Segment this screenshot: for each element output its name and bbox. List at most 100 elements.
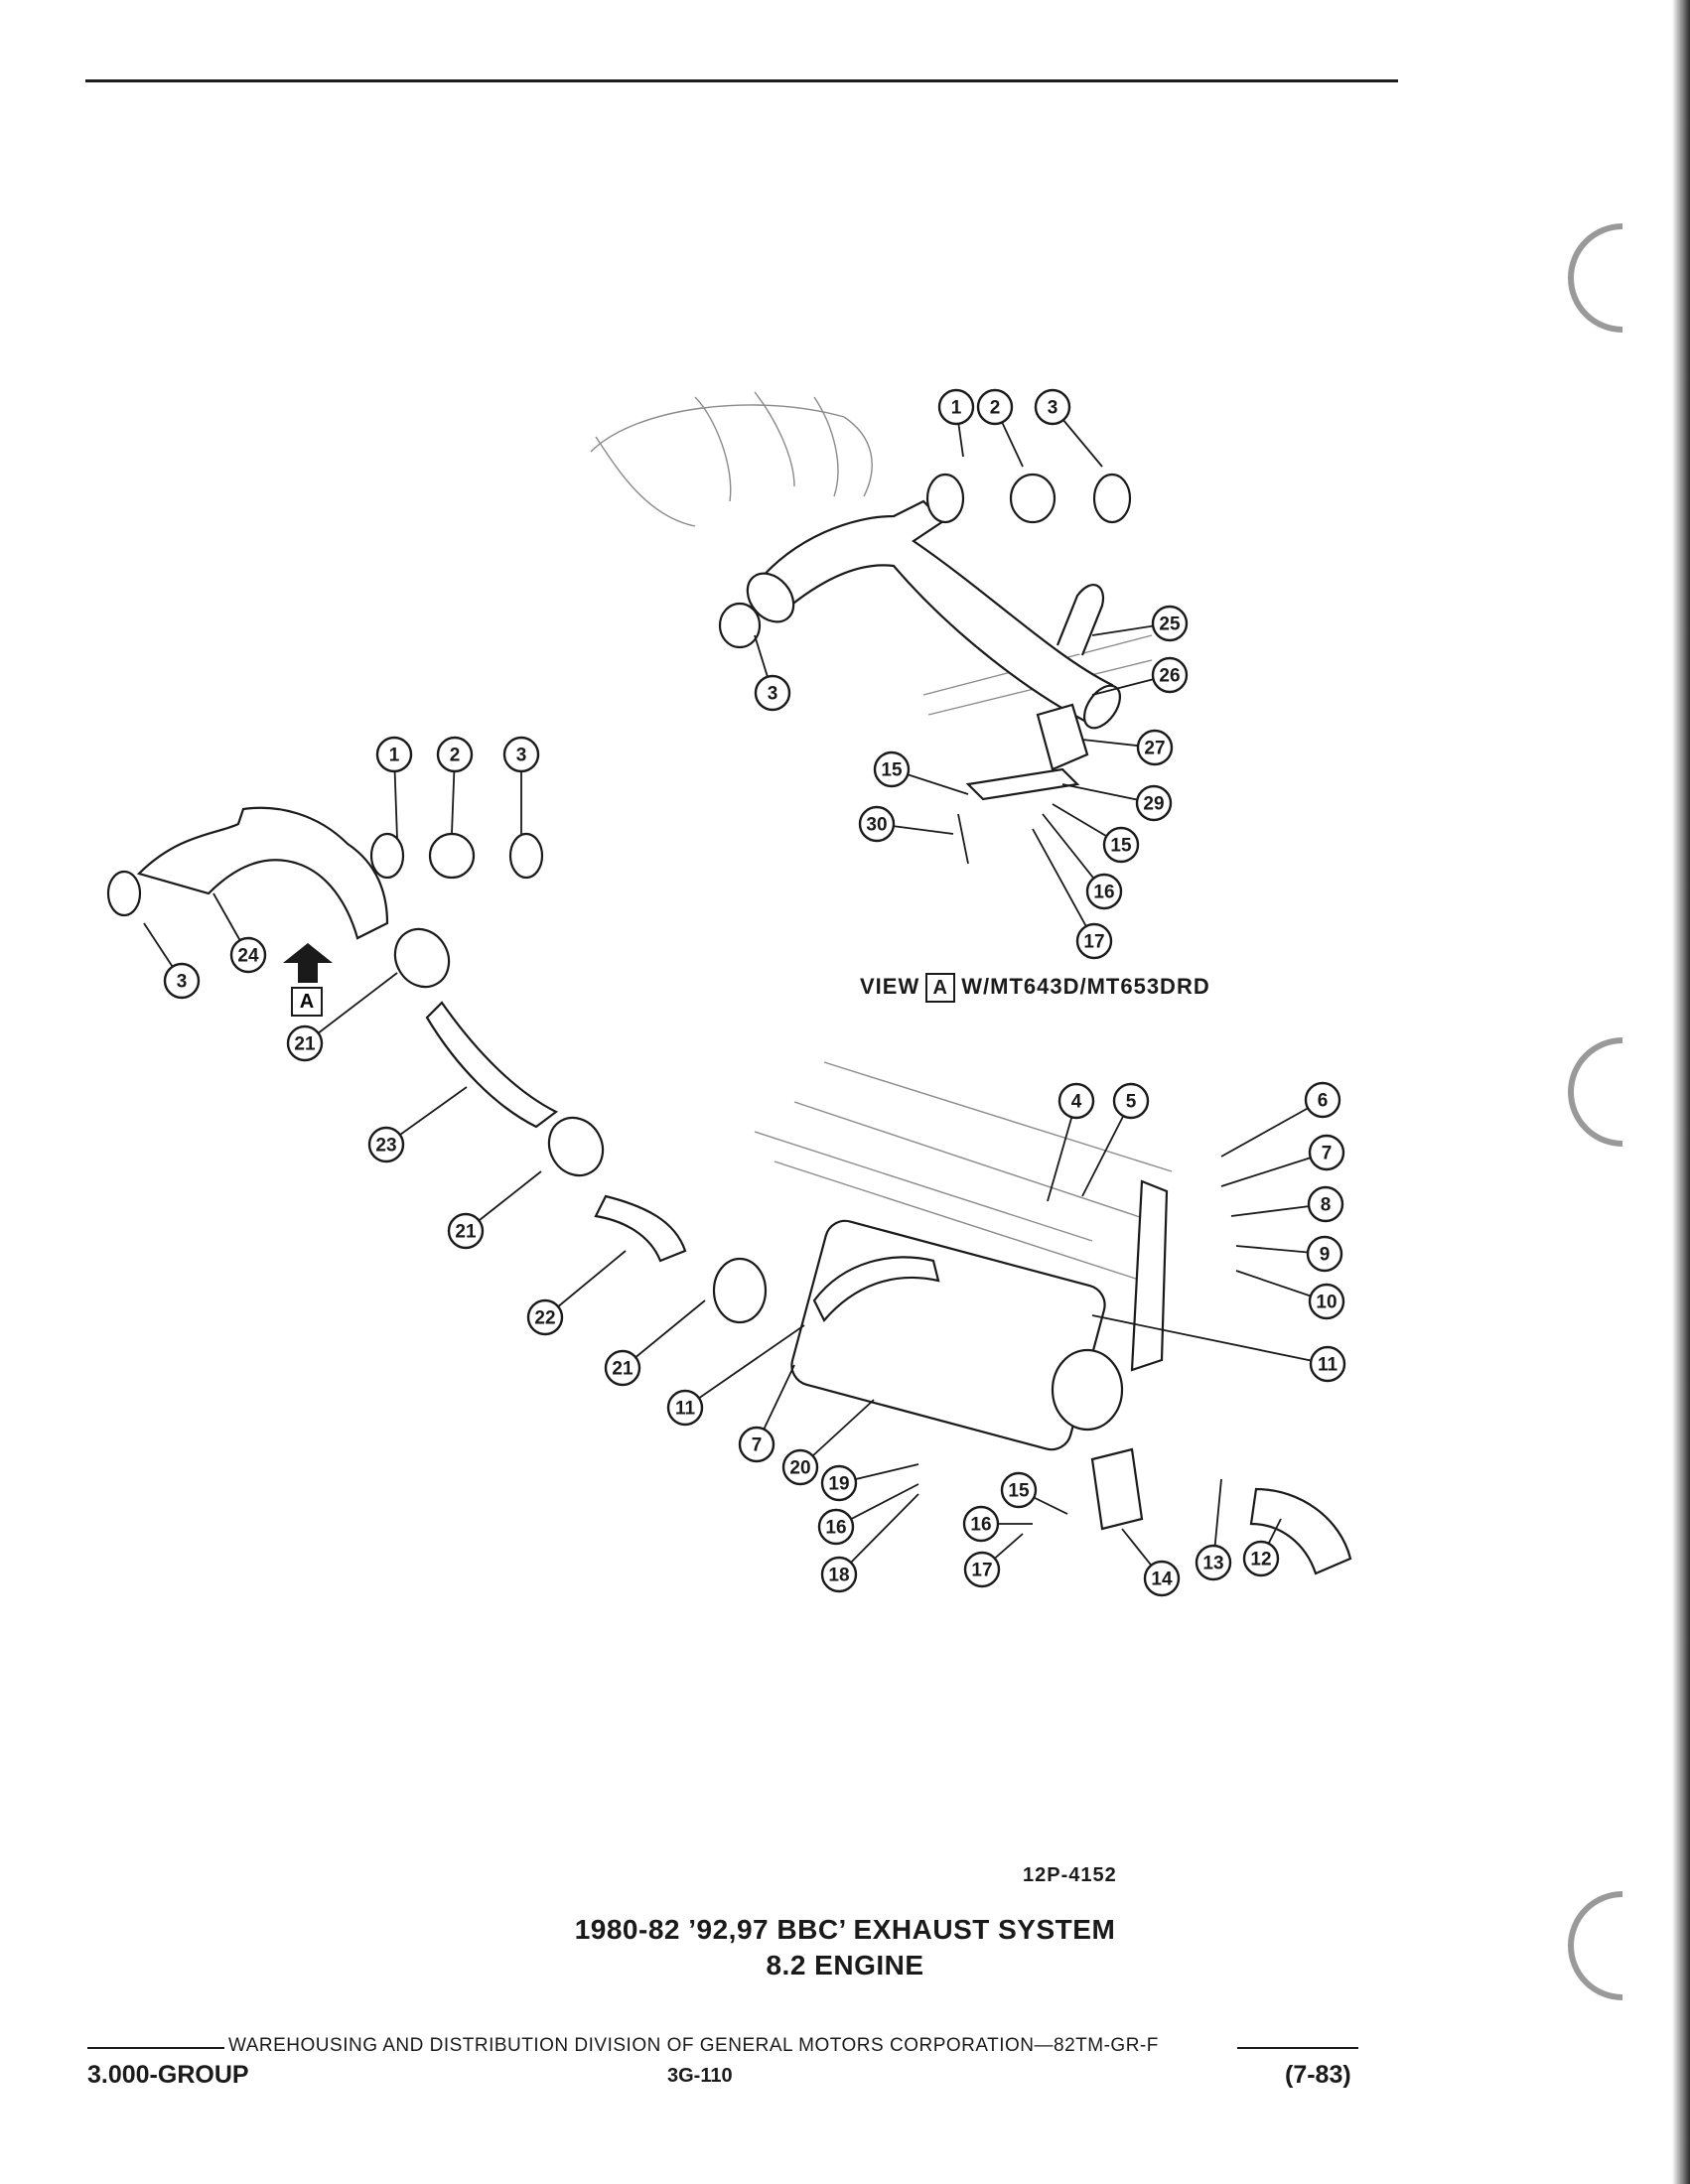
callout-16: 16 xyxy=(962,1505,1000,1543)
callout-number: 2 xyxy=(450,746,461,766)
callout-leader xyxy=(1091,1314,1329,1365)
callout-8: 8 xyxy=(1307,1185,1344,1223)
callout-22: 22 xyxy=(526,1298,564,1336)
plate-29 xyxy=(965,767,1080,801)
callout-17: 17 xyxy=(963,1551,1001,1588)
callout-13: 13 xyxy=(1195,1544,1232,1581)
callout-3: 3 xyxy=(1034,388,1071,426)
y-pipe-flange xyxy=(1082,684,1122,730)
callout-leader xyxy=(838,1493,919,1575)
callout-number: 16 xyxy=(1093,883,1114,903)
callout-21: 21 xyxy=(604,1349,641,1387)
callout-17: 17 xyxy=(1075,922,1113,960)
callout-number: 21 xyxy=(612,1359,634,1380)
clamp-3-main xyxy=(106,870,142,917)
figure-title-line1: 1980-82 ’92,97 BBC’ EXHAUST SYSTEM xyxy=(574,1914,1116,1945)
callout-number: 8 xyxy=(1321,1195,1332,1216)
view-a-connector-2 xyxy=(1009,473,1056,524)
figure-title-line2: 8.2 ENGINE xyxy=(766,1950,924,1980)
footer-rule-left xyxy=(87,2047,224,2049)
view-a-clamp-3b xyxy=(718,602,762,649)
callout-7: 7 xyxy=(1308,1134,1345,1171)
u-bolt-25 xyxy=(1056,584,1105,656)
callout-15: 15 xyxy=(873,751,911,788)
main-assembly xyxy=(106,806,1352,1575)
callout-number: 23 xyxy=(375,1136,396,1157)
callout-21: 21 xyxy=(447,1212,485,1250)
exhaust-pipe-24 xyxy=(136,806,389,940)
callout-number: 5 xyxy=(1126,1092,1137,1113)
clamp-21-a xyxy=(393,927,451,989)
view-label-suffix: W/MT643D/MT653DRD xyxy=(961,974,1210,999)
punch-hole-middle xyxy=(1568,1037,1623,1147)
connector-2-main xyxy=(428,832,476,880)
callout-number: 2 xyxy=(990,398,1001,419)
callout-29: 29 xyxy=(1135,784,1173,822)
callout-7: 7 xyxy=(738,1426,775,1463)
punch-hole-bottom xyxy=(1568,1891,1623,2000)
callout-number: 20 xyxy=(789,1458,810,1479)
callout-number: 15 xyxy=(1008,1481,1030,1502)
callout-24: 24 xyxy=(229,936,267,974)
callout-10: 10 xyxy=(1308,1283,1345,1320)
callout-number: 30 xyxy=(866,815,887,836)
callout-number: 3 xyxy=(1048,398,1058,419)
support-bracket-7 xyxy=(1130,1179,1169,1372)
callout-number: 13 xyxy=(1202,1554,1223,1574)
callout-number: 1 xyxy=(389,746,400,766)
direction-marker-label: A xyxy=(300,991,314,1013)
callout-number: 16 xyxy=(825,1518,846,1539)
tailpipe-12 xyxy=(1249,1487,1352,1575)
callout-number: 16 xyxy=(970,1515,991,1536)
callout-12: 12 xyxy=(1242,1540,1280,1577)
callout-27: 27 xyxy=(1136,729,1174,766)
callout-number: 7 xyxy=(752,1435,763,1456)
callout-number: 17 xyxy=(971,1561,992,1581)
callout-20: 20 xyxy=(781,1448,819,1486)
flex-pipe-23 xyxy=(425,1001,559,1129)
callout-16: 16 xyxy=(1085,873,1123,910)
callout-14: 14 xyxy=(1143,1560,1181,1597)
callout-number: 11 xyxy=(675,1399,696,1420)
view-label-marker: A xyxy=(925,973,956,1003)
footer-date: (7-83) xyxy=(1285,2061,1351,2089)
callout-number: 11 xyxy=(1318,1355,1338,1376)
footer-publisher: WAREHOUSING AND DISTRIBUTION DIVISION OF… xyxy=(228,2035,1159,2056)
callout-number: 26 xyxy=(1159,666,1180,687)
callout-number: 6 xyxy=(1318,1091,1329,1112)
callout-leader xyxy=(1220,1099,1324,1158)
top-rule xyxy=(85,79,1398,82)
callout-2: 2 xyxy=(976,388,1014,426)
callout-number: 14 xyxy=(1151,1570,1173,1590)
callout-2: 2 xyxy=(436,736,474,773)
callout-number: 27 xyxy=(1144,739,1165,759)
callout-number: 12 xyxy=(1250,1550,1271,1570)
callout-number: 21 xyxy=(455,1222,477,1243)
engine-outline xyxy=(590,391,873,527)
view-a-assembly xyxy=(718,473,1132,865)
callout-3: 3 xyxy=(502,736,540,773)
callout-18: 18 xyxy=(820,1556,858,1593)
callout-5: 5 xyxy=(1112,1082,1150,1120)
punch-hole-top xyxy=(1568,223,1623,333)
footer-rule-right xyxy=(1237,2047,1358,2049)
y-pipe-view-a xyxy=(753,499,1114,727)
callout-number: 15 xyxy=(1110,836,1132,857)
callout-number: 22 xyxy=(534,1308,555,1329)
muffler-20 xyxy=(790,1219,1106,1451)
footer-page-number: 3G-110 xyxy=(667,2065,733,2087)
clamp-bracket-14 xyxy=(1090,1447,1144,1531)
callout-number: 29 xyxy=(1143,794,1164,815)
callout-number: 18 xyxy=(828,1566,849,1586)
callout-11: 11 xyxy=(1309,1345,1346,1383)
clamp-21-c xyxy=(712,1257,768,1324)
callout-15: 15 xyxy=(1000,1471,1038,1509)
callout-number: 10 xyxy=(1316,1293,1337,1313)
callout-leader xyxy=(1220,1152,1328,1187)
callout-number: 24 xyxy=(237,946,259,967)
binder-edge xyxy=(1672,0,1690,2184)
callout-1: 1 xyxy=(375,736,413,773)
